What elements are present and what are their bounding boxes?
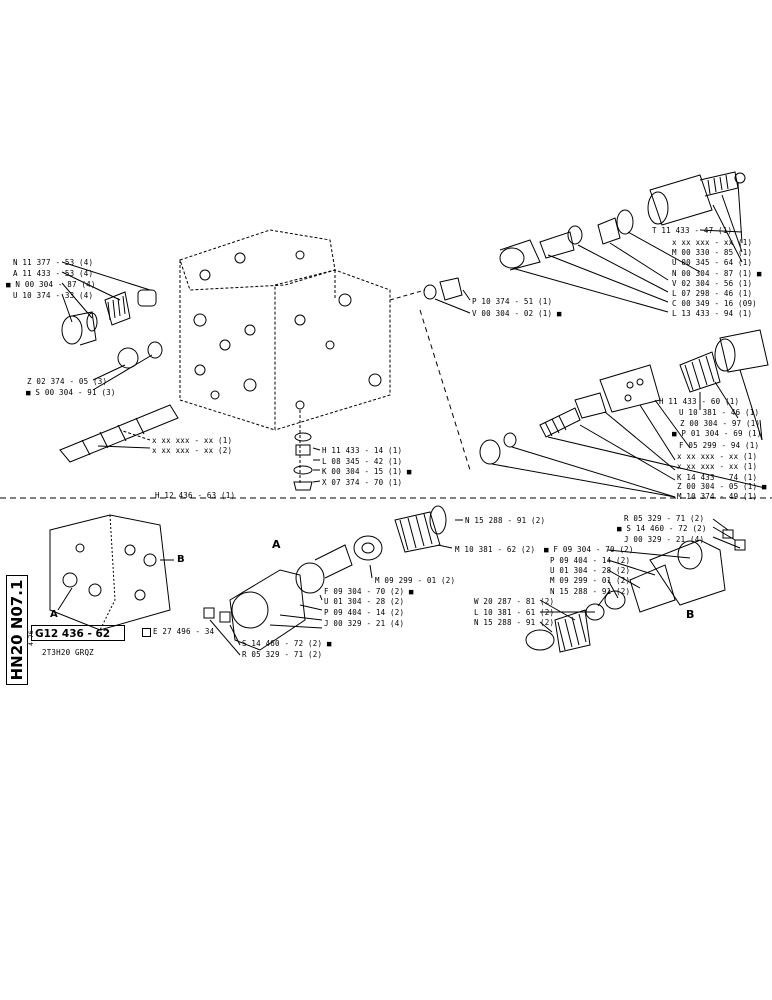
part-label: L 13 433 - 94 (1) — [672, 309, 753, 318]
part-label: ■ S 00 304 - 91 (3) — [26, 388, 116, 397]
model-name: 2T3H20 GRQZ — [42, 648, 94, 657]
part-label: L 10 381 - 61 (2) — [474, 608, 555, 617]
overview-block — [49, 514, 174, 631]
part-label: K 14 433 - 74 (1) — [677, 473, 758, 482]
part-label: M 09 299 - 01 (2) — [550, 576, 631, 585]
part-label: J 00 329 - 21 (4) — [624, 535, 705, 544]
part-label: V 00 304 - 02 (1) ■ — [472, 309, 562, 318]
part-label: V 02 304 - 56 (1) — [672, 279, 753, 288]
view-a-assembly — [203, 505, 463, 656]
e-reference: E 27 496 - 34 — [153, 627, 215, 636]
part-label: N 15 288 - 91 (2) — [550, 587, 631, 596]
part-label: U 10 381 - 46 (1) — [679, 408, 760, 417]
overview-b-marker: B — [177, 554, 185, 565]
part-label: U 00 345 - 64 (1) — [672, 258, 753, 267]
part-label: F 09 304 - 70 (2) ■ — [324, 587, 414, 596]
overview-a-marker: A — [50, 609, 58, 620]
part-label: S 14 460 - 72 (2) ■ — [242, 639, 332, 648]
part-label: N 15 288 - 91 (2) — [465, 516, 546, 525]
part-label: L 07 298 - 46 (1) — [672, 289, 753, 298]
part-label: J 00 329 - 21 (4) — [324, 619, 405, 628]
part-label: M 00 330 - 85 (1) — [672, 248, 753, 257]
part-label: R 05 329 - 71 (2) — [242, 650, 323, 659]
part-label: ■ F 09 304 - 70 (2) — [544, 545, 634, 554]
spool — [59, 404, 179, 463]
part-label: M 10 374 - 49 (1) — [677, 492, 758, 501]
view-b-assembly — [525, 518, 746, 653]
left-plug-assembly — [61, 261, 163, 391]
part-label: Z 00 304 - 05 (1) ■ — [677, 482, 767, 491]
part-label: L 08 345 - 42 (1) — [322, 457, 403, 466]
part-label: K 00 304 - 15 (1) ■ — [322, 467, 412, 476]
valve-block — [179, 229, 391, 431]
part-label: U 01 304 - 28 (2) — [324, 597, 405, 606]
sheet-reference: G12 436 - 62 — [31, 625, 125, 641]
part-label: N 00 304 - 87 (1) ■ — [672, 269, 762, 278]
view-a-title: A — [272, 538, 281, 551]
part-label: x xx xxx - xx (1) — [677, 452, 758, 461]
part-label: N 15 288 - 91 (2) — [474, 618, 555, 627]
part-label: P 09 404 - 14 (2) — [550, 556, 631, 565]
part-label: x xx xxx - xx (1) — [677, 462, 758, 471]
upper-right-assembly — [499, 171, 746, 313]
part-label: F 05 299 - 94 (1) — [679, 441, 760, 450]
part-label: P 09 404 - 14 (2) — [324, 608, 405, 617]
part-label: U 01 304 - 28 (2) — [550, 566, 631, 575]
bottom-plug-stack — [293, 410, 321, 491]
part-label: M 10 381 - 62 (2) — [455, 545, 536, 554]
e-ref-checkbox — [142, 628, 151, 637]
part-label: U 10 374 - 33 (4) — [13, 291, 94, 300]
part-label: Z 02 374 - 05 (3) — [27, 377, 108, 386]
part-label: T 11 433 - 47 (1) — [652, 226, 733, 235]
part-label: A 11 433 - 53 (4) — [13, 269, 94, 278]
view-b-title: B — [686, 608, 695, 621]
part-label: x xx xxx - xx (1) — [672, 238, 753, 247]
part-label: H 11 433 - 14 (1) — [322, 446, 403, 455]
part-label: X 07 374 - 70 (1) — [322, 478, 403, 487]
part-label: P 10 374 - 51 (1) — [472, 297, 553, 306]
housing-label: H 12 436 - 63 (1) — [155, 491, 236, 500]
part-label: ■ N 00 304 - 87 (4) — [6, 280, 96, 289]
part-label: R 05 329 - 71 (2) — [624, 514, 705, 523]
part-label: ■ P 01 304 - 69 (1) — [672, 429, 762, 438]
part-label: ■ S 14 460 - 72 (2) — [617, 524, 707, 533]
part-label: W 20 287 - 81 (2) — [474, 597, 555, 606]
part-label: H 11 433 - 60 (1) — [659, 397, 740, 406]
sheet-vertical-title: HN20 N07.1 — [6, 575, 28, 685]
part-label: N 11 377 - 53 (4) — [13, 258, 94, 267]
part-label: M 09 299 - 01 (2) — [375, 576, 456, 585]
part-label: x xx xxx - xx (2) — [152, 446, 233, 455]
lower-right-assembly — [479, 329, 769, 498]
part-label: Z 00 304 - 97 (1) — [680, 419, 761, 428]
plug-assembly — [389, 277, 471, 471]
part-label: x xx xxx - xx (1) — [152, 436, 233, 445]
part-label: C 00 349 - 16 (09) — [672, 299, 757, 308]
